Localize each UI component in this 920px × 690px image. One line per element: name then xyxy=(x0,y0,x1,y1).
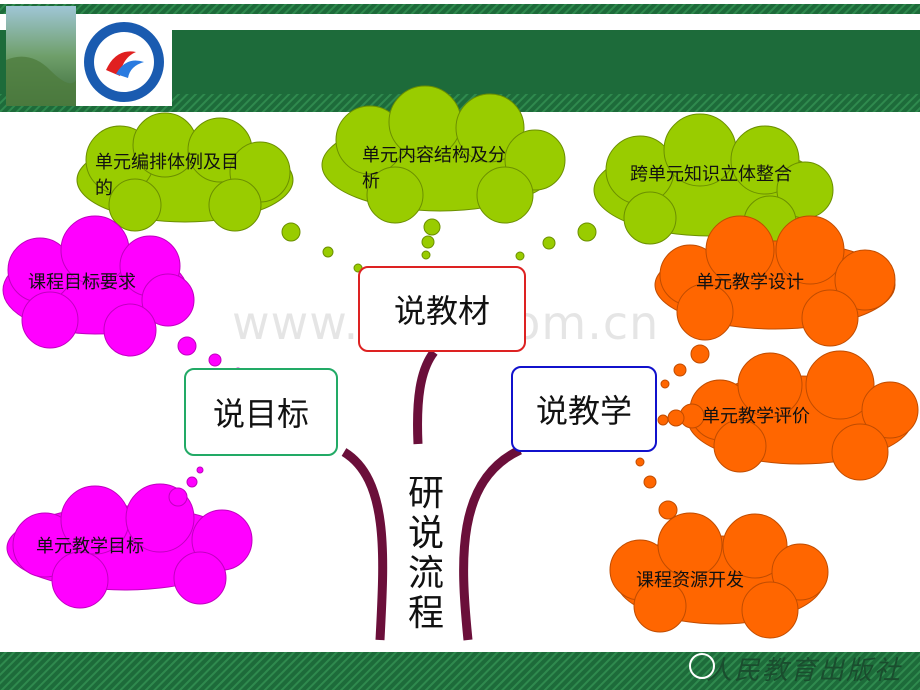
publisher-brand: 人民教育出版社 xyxy=(705,656,902,686)
cloud-teach-2 xyxy=(687,350,919,481)
cloud-label-goal-2: 单元教学目标 xyxy=(36,536,144,557)
cloud-label-teach-3: 课程资源开发 xyxy=(636,570,744,591)
cloud-label-teach-2: 单元教学评价 xyxy=(702,406,810,427)
cloud-goal-1 xyxy=(2,215,195,357)
cloud-label-material-1: 单元编排体例及目的 xyxy=(95,152,239,199)
cloud-teach-3 xyxy=(609,512,829,639)
cloud-teach-1 xyxy=(654,215,896,347)
school-logo xyxy=(76,18,172,106)
branch-middle: 说教材 xyxy=(358,266,526,352)
cloud-material-2 xyxy=(321,85,566,224)
cloud-label-teach-1: 单元教学设计 xyxy=(696,272,804,293)
cloud-label-goal-1: 课程目标要求 xyxy=(28,272,136,293)
footer-band xyxy=(0,652,920,690)
cloud-label-material-2: 单元内容结构及分析 xyxy=(362,145,506,192)
cloud-label-material-3: 跨单元知识立体整合 xyxy=(630,164,792,185)
branch-left: 说目标 xyxy=(184,368,338,456)
cloud-material-1 xyxy=(76,112,294,232)
center-title: 研说流程 xyxy=(407,473,444,634)
header-band xyxy=(0,0,920,112)
branch-right: 说教学 xyxy=(511,366,657,452)
